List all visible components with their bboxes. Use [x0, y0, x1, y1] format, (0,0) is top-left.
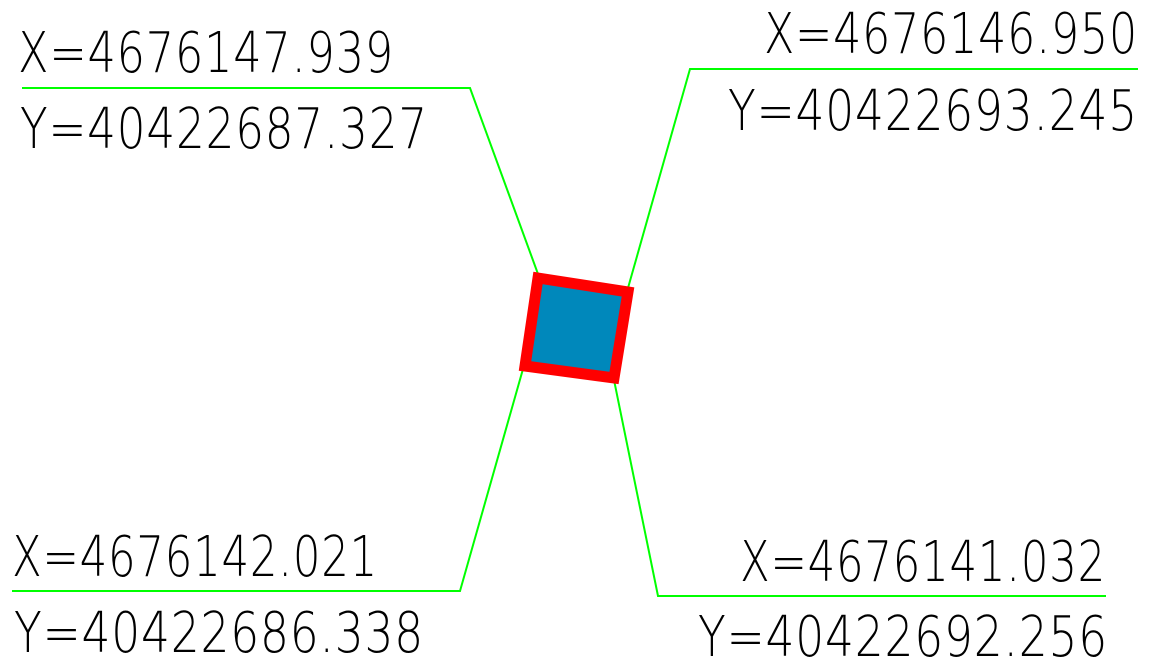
top-right-x-label: X=4676146.950 [764, 2, 1138, 67]
bottom-left-y-label: Y=40422686.338 [14, 601, 424, 663]
leader-line-bottom-right [613, 379, 1106, 597]
leader-line-bottom-left [12, 368, 524, 592]
bottom-right-x-label: X=4676141.032 [740, 530, 1106, 595]
top-right-y-label: Y=40422693.245 [728, 79, 1138, 144]
bottom-left-x-label: X=4676142.021 [12, 525, 378, 590]
bottom-right-y-label: Y=40422692.256 [698, 605, 1108, 663]
plot-square [518, 271, 635, 385]
leader-lines [12, 68, 1138, 597]
leader-line-top-left [22, 87, 539, 275]
top-left-x-label: X=4676147.939 [18, 21, 394, 86]
leader-line-top-right [627, 68, 1138, 289]
top-left-y-label: Y=40422687.327 [20, 97, 428, 162]
